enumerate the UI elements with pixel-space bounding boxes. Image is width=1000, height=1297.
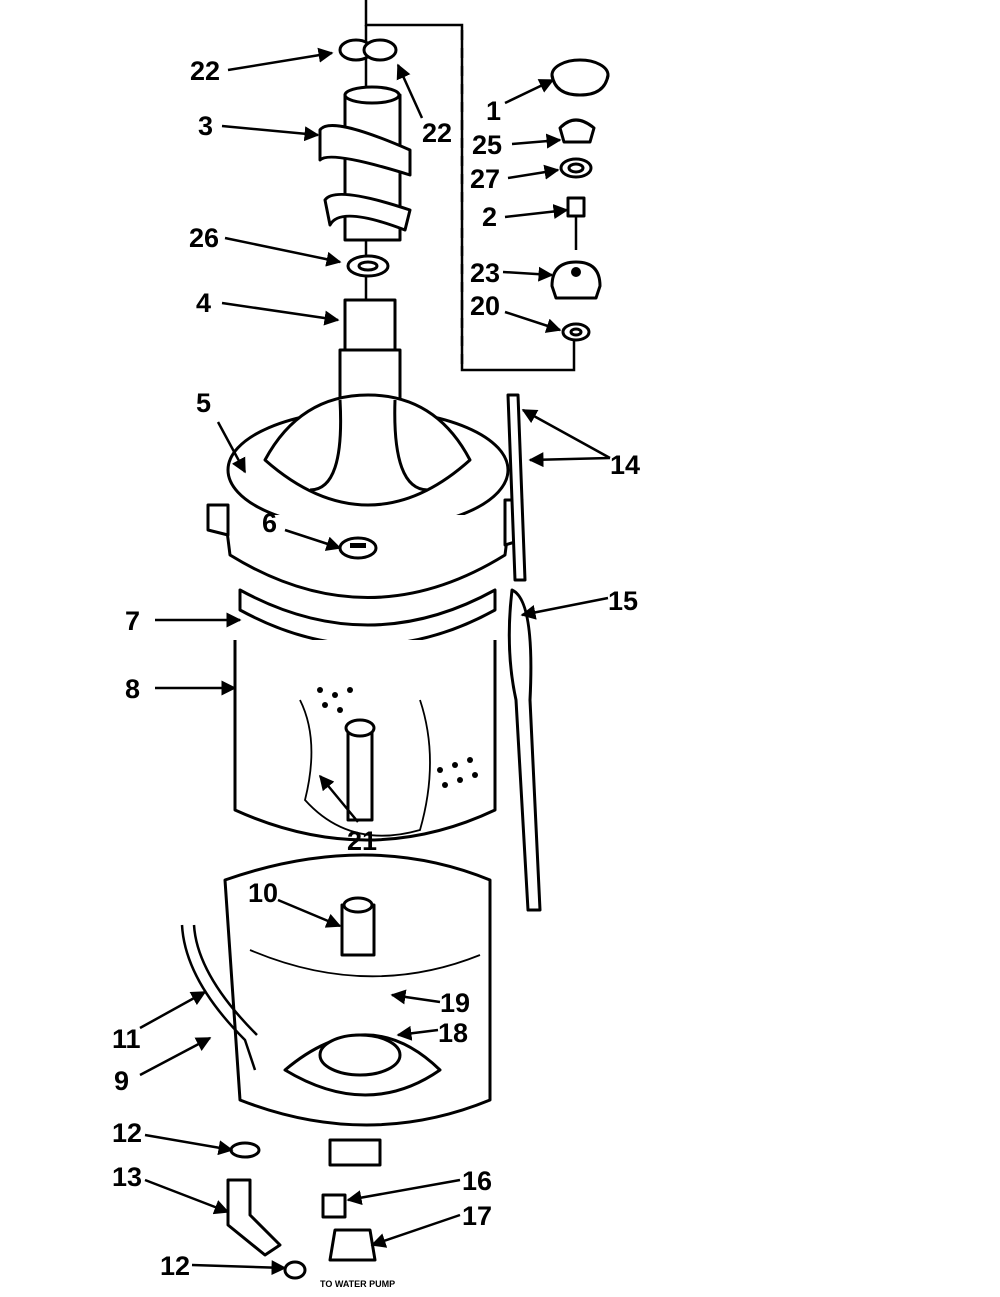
callout-3: 3 <box>198 111 213 141</box>
drive-shaft <box>338 298 402 402</box>
callout-27: 27 <box>470 164 500 194</box>
center-post <box>340 896 376 957</box>
callout-1: 1 <box>486 96 501 126</box>
agitator-cap <box>550 58 610 97</box>
callout-12b: 12 <box>160 1251 190 1281</box>
callout-14: 14 <box>610 450 640 480</box>
callout-15: 15 <box>608 586 638 616</box>
callout-16: 16 <box>462 1166 492 1196</box>
callout-22a: 22 <box>190 56 220 86</box>
callout-5: 5 <box>196 388 211 418</box>
drain-hose <box>226 1141 307 1280</box>
cam-part <box>558 118 596 144</box>
bolt <box>566 196 586 250</box>
washer <box>561 322 591 342</box>
callout-12a: 12 <box>112 1118 142 1148</box>
callout-11: 11 <box>112 1024 141 1054</box>
callout-19: 19 <box>440 988 470 1018</box>
callout-18: 18 <box>438 1018 468 1048</box>
callout-7: 7 <box>125 606 140 636</box>
callout-10: 10 <box>248 878 278 908</box>
callout-23: 23 <box>470 258 500 288</box>
drive-bell <box>550 260 602 300</box>
ring-gasket <box>238 588 497 647</box>
callout-4: 4 <box>196 288 211 318</box>
callout-6: 6 <box>262 508 277 538</box>
agitator-barrel <box>318 85 412 242</box>
spin-basket <box>233 640 497 842</box>
callout-labels: 22 22 3 26 4 1 25 27 2 23 20 5 14 6 15 7… <box>112 56 640 1289</box>
drain-fittings <box>321 1193 377 1262</box>
air-dome-hose <box>180 924 258 1071</box>
callout-8: 8 <box>125 674 140 704</box>
water-pump-note: TO WATER PUMP <box>320 1279 395 1289</box>
callout-20: 20 <box>470 291 500 321</box>
callout-25: 25 <box>472 130 502 160</box>
tub-side-tabs <box>506 393 542 912</box>
callout-26: 26 <box>189 223 219 253</box>
callout-13: 13 <box>112 1162 142 1192</box>
callout-2: 2 <box>482 202 497 232</box>
basket-top <box>206 393 524 599</box>
callout-21: 21 <box>347 826 377 856</box>
spacer-washer <box>346 254 390 278</box>
seal-ring <box>559 157 593 179</box>
basket-holes <box>317 687 478 788</box>
leader-lines <box>139 47 611 1276</box>
top-ring <box>338 38 398 62</box>
hub-nut <box>338 536 378 560</box>
outer-tub <box>223 853 492 1167</box>
callout-9: 9 <box>114 1066 129 1096</box>
callout-22b: 22 <box>422 118 452 148</box>
callout-17: 17 <box>462 1201 492 1231</box>
